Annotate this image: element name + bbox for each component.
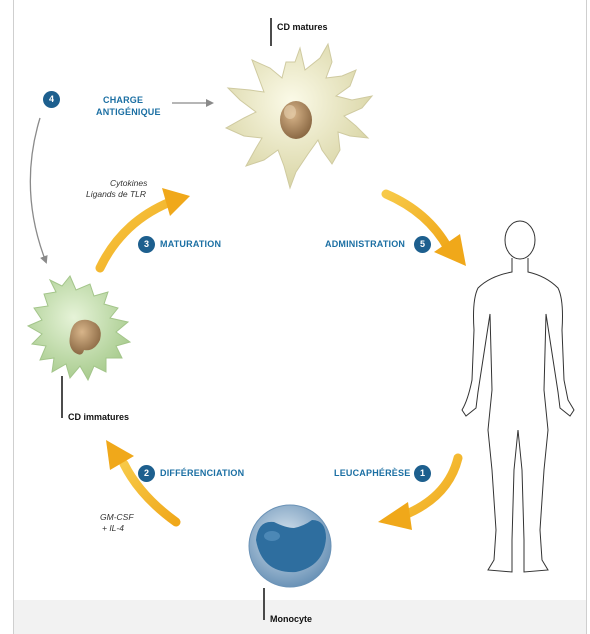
mature-dendritic-cell — [226, 44, 372, 188]
maturation-label: MATURATION — [160, 239, 221, 250]
monocyte-cell — [249, 505, 331, 587]
differenciation-label: DIFFÉRENCIATION — [160, 468, 244, 479]
maturation-arrow — [100, 188, 190, 268]
step-4-badge: 4 — [43, 91, 60, 108]
charge-to-immature-arrow — [30, 118, 46, 262]
maturation-note-line2: Ligands de TLR — [86, 189, 146, 199]
charge-label-line2: ANTIGÉNIQUE — [96, 107, 161, 118]
leucapherese-label: LEUCAPHÉRÈSE — [334, 468, 410, 479]
step-2-badge: 2 — [138, 465, 155, 482]
monocyte-label: Monocyte — [270, 614, 312, 625]
maturation-note-line1: Cytokines — [110, 178, 147, 188]
administration-arrow — [386, 194, 466, 266]
charge-label-line1: CHARGE — [103, 95, 143, 106]
administration-label: ADMINISTRATION — [325, 239, 405, 250]
differenciation-note-line1: GM-CSF — [100, 512, 134, 522]
step-3-badge: 3 — [138, 236, 155, 253]
immature-cells-label: CD immatures — [68, 412, 129, 423]
differenciation-note-line2: + IL-4 — [102, 523, 124, 533]
step-5-badge: 5 — [414, 236, 431, 253]
differenciation-arrow — [106, 440, 176, 522]
immature-dendritic-cell — [28, 276, 130, 380]
mature-cells-label: CD matures — [277, 22, 328, 33]
step-1-badge: 1 — [414, 465, 431, 482]
human-silhouette — [462, 221, 574, 572]
